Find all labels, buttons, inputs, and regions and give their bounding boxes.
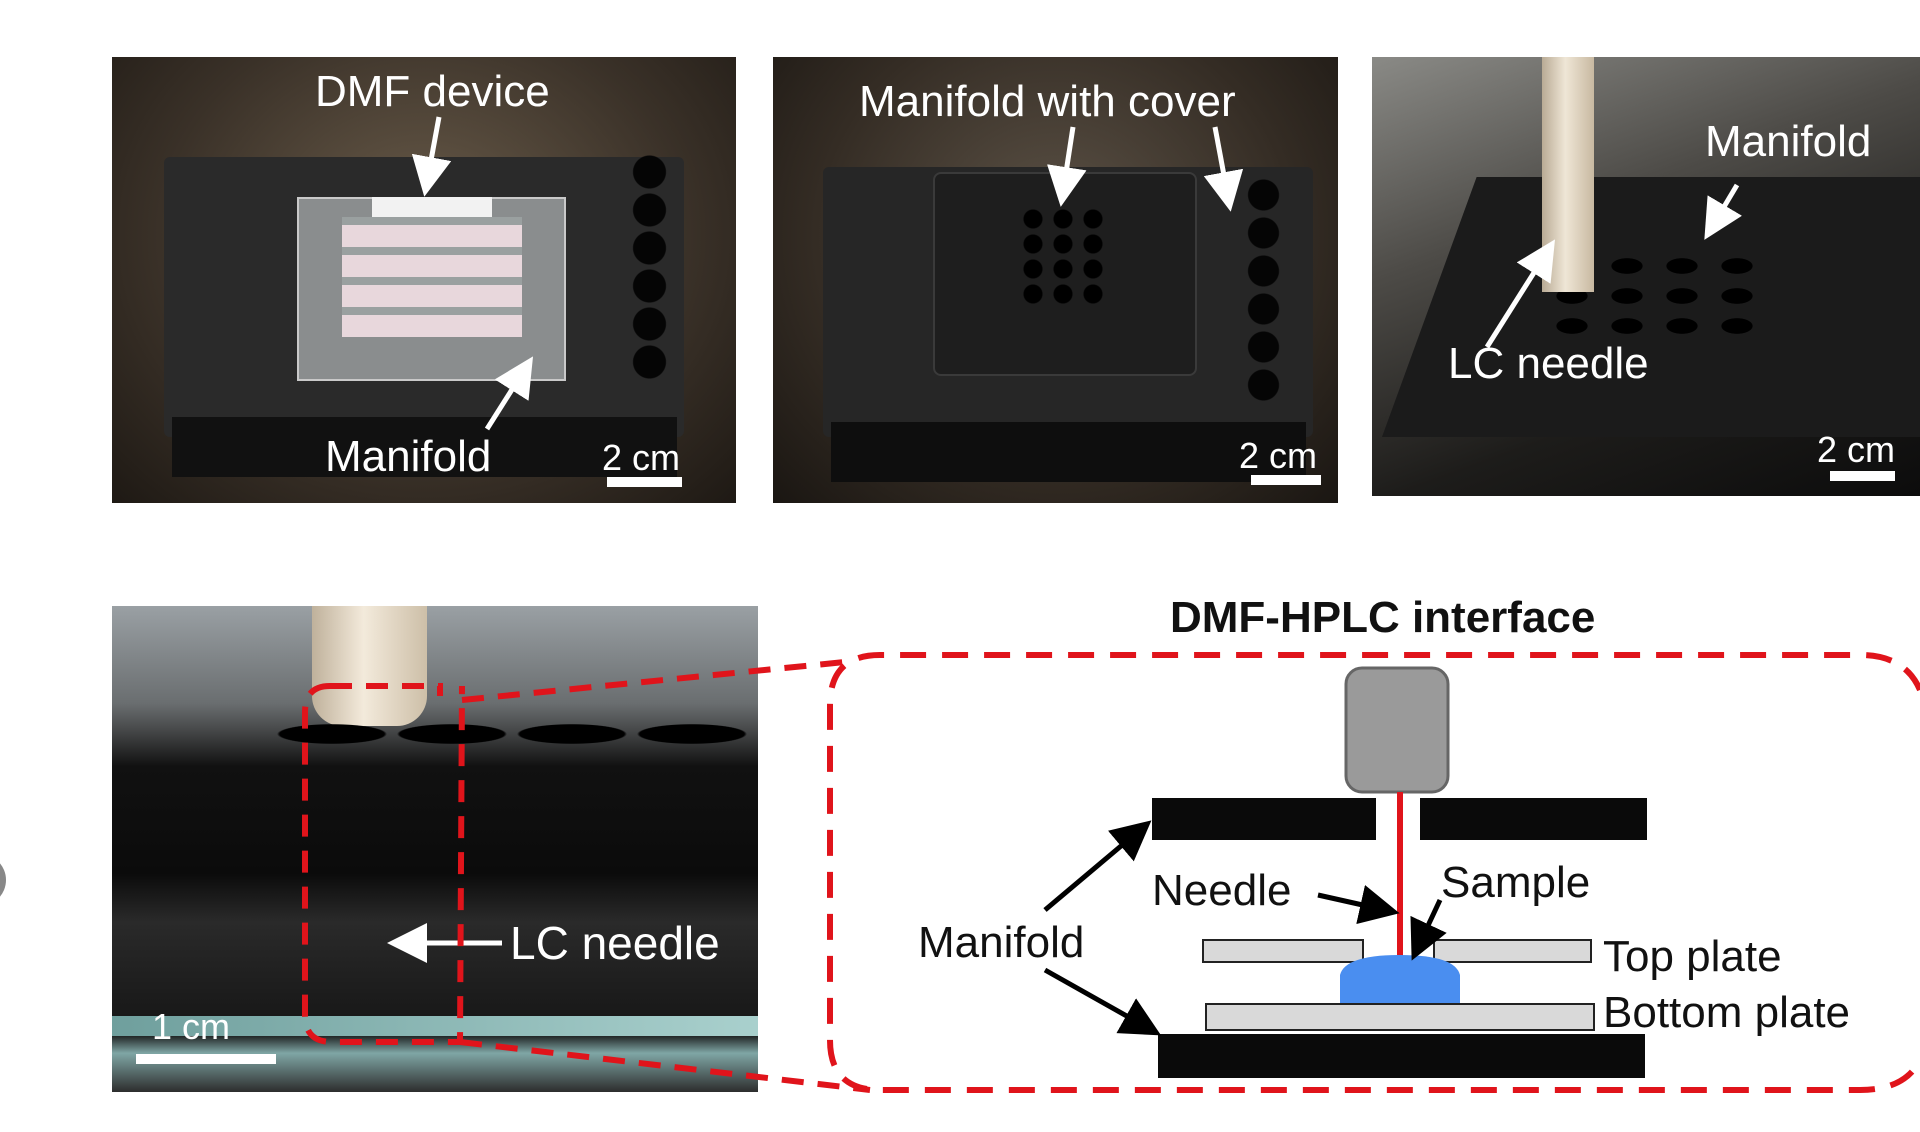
edge-circle bbox=[0, 863, 6, 897]
manifold-label: Manifold bbox=[325, 432, 492, 481]
arrow-to-manifold bbox=[1704, 183, 1742, 240]
photo-side-view: LC needle 1 cm bbox=[112, 606, 758, 1092]
scale-bar bbox=[136, 1054, 276, 1064]
arrow-to-manifold bbox=[1203, 126, 1244, 212]
dmf-top-glass bbox=[372, 197, 492, 217]
manifold-top-right bbox=[1420, 798, 1647, 840]
scale-bar-label: 2 cm bbox=[1817, 429, 1896, 470]
top-plate-right bbox=[1433, 939, 1592, 963]
cover-holes bbox=[1018, 207, 1108, 307]
photo-manifold-with-cover: Manifold with cover 2 cm bbox=[773, 57, 1338, 503]
zoom-connector-bottom bbox=[459, 1039, 871, 1093]
scale-bar-label: 2 cm bbox=[1239, 435, 1318, 476]
photo-arrows bbox=[1047, 126, 1244, 212]
zoom-region-outline bbox=[302, 683, 465, 1045]
scale-bar bbox=[607, 477, 682, 487]
zoom-connector-top bbox=[461, 659, 846, 703]
glass-plate bbox=[112, 1016, 758, 1036]
arrow-to-lc-needle bbox=[1484, 239, 1556, 349]
sample-droplet bbox=[1340, 955, 1460, 1005]
scale-bar-label: 2 cm bbox=[602, 437, 681, 478]
manifold-holes bbox=[272, 714, 752, 754]
arrow-sample bbox=[1410, 898, 1447, 961]
manifold-base bbox=[831, 422, 1306, 482]
arrow-needle bbox=[1317, 885, 1400, 925]
scale-bar bbox=[1251, 475, 1321, 485]
dmf-device-label: DMF device bbox=[315, 67, 550, 116]
manifold-holes bbox=[1241, 175, 1286, 405]
lc-needle-label: LC needle bbox=[510, 917, 720, 969]
arrow-to-cover bbox=[1047, 126, 1087, 207]
photo-arrows bbox=[387, 923, 502, 963]
lc-needle-label: LC needle bbox=[1448, 339, 1649, 388]
arrow-manifold-top bbox=[1043, 820, 1152, 912]
manifold-base bbox=[172, 417, 677, 477]
lc-needle-shaft bbox=[312, 606, 427, 726]
manifold-with-cover-label: Manifold with cover bbox=[859, 77, 1236, 126]
photo-arrows bbox=[1484, 183, 1742, 349]
manifold-bottom bbox=[1158, 1034, 1645, 1078]
manifold-label: Manifold bbox=[918, 918, 1085, 967]
interface-outline bbox=[827, 652, 1920, 1093]
photo-arrows bbox=[411, 116, 534, 431]
manifold-label: Manifold bbox=[1705, 117, 1872, 166]
arrow-to-dmf-device bbox=[411, 116, 452, 197]
arrow-to-manifold bbox=[484, 356, 534, 431]
sample-label: Sample bbox=[1441, 858, 1591, 907]
photo-lc-needle-manifold: Manifold LC needle 2 cm bbox=[1372, 57, 1920, 496]
manifold-top-left bbox=[1152, 798, 1376, 840]
diagram-title: DMF-HPLC interface bbox=[1170, 593, 1596, 642]
bottom-plate bbox=[1205, 1003, 1595, 1031]
arrow-manifold-bottom bbox=[1043, 967, 1162, 1036]
top-plate-left bbox=[1202, 939, 1364, 963]
top-plate-label: Top plate bbox=[1603, 932, 1782, 981]
needle-holder bbox=[1344, 666, 1450, 794]
scale-bar bbox=[1830, 471, 1895, 481]
scale-bar-label: 1 cm bbox=[152, 1006, 231, 1047]
needle-label: Needle bbox=[1152, 866, 1292, 915]
dmf-electrodes bbox=[342, 217, 522, 337]
manifold-holes bbox=[627, 152, 672, 382]
bottom-plate-label: Bottom plate bbox=[1603, 988, 1851, 1037]
photo-dmf-device: DMF device Manifold 2 cm bbox=[112, 57, 736, 503]
